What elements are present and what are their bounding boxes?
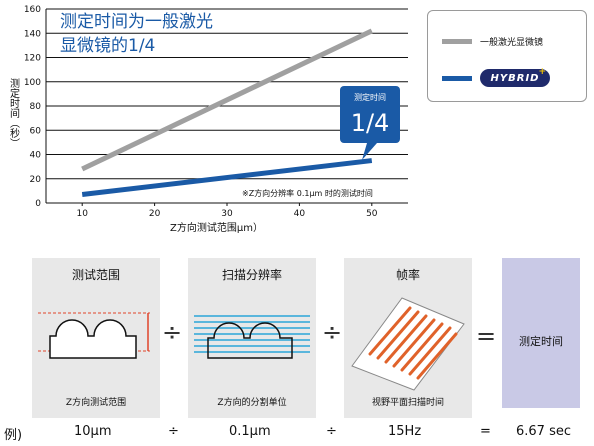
example-frame-rate-value: 15Hz [388, 424, 422, 439]
panel-measurement-range: 测试范围 Z方向测试范围 [32, 258, 160, 418]
y-tick-label: 40 [30, 151, 42, 161]
divide-operator-1: ÷ [162, 318, 183, 346]
y-axis-ticks: 0 20 40 60 80 100 120 140 160 [24, 5, 41, 209]
bubble-value: 1/4 [351, 109, 390, 137]
y-tick-label: 0 [35, 199, 41, 209]
y-tick-label: 160 [24, 5, 41, 15]
panel-sub-range: Z方向测试范围 [65, 398, 127, 408]
chart-legend: 一般激光显微镜 HYBRID + [427, 10, 587, 102]
divide-operator-2: ÷ [322, 318, 343, 346]
example-range-value: 10μm [74, 424, 112, 439]
panel-title-frame-rate: 帧率 [395, 268, 420, 282]
line-chart: 0 20 40 60 80 100 120 140 160 10 20 30 40 50 测定时间为一般… [8, 5, 408, 234]
y-tick-label: 20 [30, 175, 42, 185]
example-result-value: 6.67 sec [516, 424, 571, 439]
x-tick-label: 30 [221, 209, 233, 219]
example-equals: = [480, 424, 491, 439]
y-tick-label: 100 [24, 78, 41, 88]
series-line-hybrid [81, 158, 373, 197]
chart-title-line1: 测定时间为一般激光 [60, 12, 213, 32]
series-lines [81, 28, 373, 197]
y-axis-label: 测定时间（秒） [8, 77, 20, 148]
panel-sub-frame-rate: 视野平面扫描时间 [371, 398, 444, 408]
hybrid-logo: HYBRID + [480, 67, 550, 87]
range-illustration [38, 312, 150, 359]
x-tick-label: 10 [76, 209, 88, 219]
bubble-caption: 测定时间 [354, 92, 386, 102]
equals-operator: = [476, 322, 497, 350]
example-divide-2: ÷ [326, 424, 337, 439]
hybrid-logo-text: HYBRID [490, 72, 540, 84]
panel-scan-resolution: 扫描分辨率 Z方向的分割单位 [188, 258, 316, 418]
legend-item-general: 一般激光显微镜 [442, 35, 543, 48]
annotation-bubble: 测定时间 1/4 [340, 86, 400, 160]
panel-frame-rate: 帧率 视野平面扫描时间 [344, 258, 472, 418]
x-tick-label: 40 [294, 209, 306, 219]
example-prefix: 例) [4, 428, 23, 443]
y-tick-label: 60 [30, 126, 42, 136]
legend-swatch-hybrid [442, 75, 472, 81]
chart-title-line2: 显微镜的1/4 [60, 36, 155, 56]
chart-footnote: ※Z方向分辨率 0.1μm 时的测试时间 [242, 188, 373, 198]
y-tick-label: 140 [24, 29, 41, 39]
legend-swatch-general [442, 39, 472, 44]
x-axis-label: Z方向测试范围μm） [170, 221, 263, 234]
result-box: 测定时间 [502, 258, 580, 408]
example-result-number: 6.67 [516, 424, 545, 439]
example-result-unit: sec [549, 424, 572, 439]
legend-label-general: 一般激光显微镜 [480, 38, 544, 48]
resolution-illustration [194, 315, 310, 359]
grid-lines [46, 8, 408, 180]
result-label: 测定时间 [519, 335, 563, 348]
frame-rate-illustration [351, 297, 465, 391]
x-axis-ticks: 10 20 30 40 50 [76, 203, 378, 219]
x-tick-label: 20 [149, 209, 161, 219]
series-line-general [81, 28, 373, 172]
panel-title-resolution: 扫描分辨率 [221, 268, 282, 282]
y-tick-label: 80 [30, 102, 42, 112]
hybrid-logo-plus: + [538, 67, 547, 77]
legend-item-hybrid: HYBRID + [442, 67, 550, 87]
panel-title-range: 测试范围 [71, 268, 120, 282]
panel-sub-resolution: Z方向的分割单位 [217, 398, 287, 408]
x-tick-label: 50 [366, 209, 378, 219]
example-divide-1: ÷ [168, 424, 179, 439]
y-tick-label: 120 [24, 54, 41, 64]
example-resolution-value: 0.1μm [229, 424, 271, 439]
